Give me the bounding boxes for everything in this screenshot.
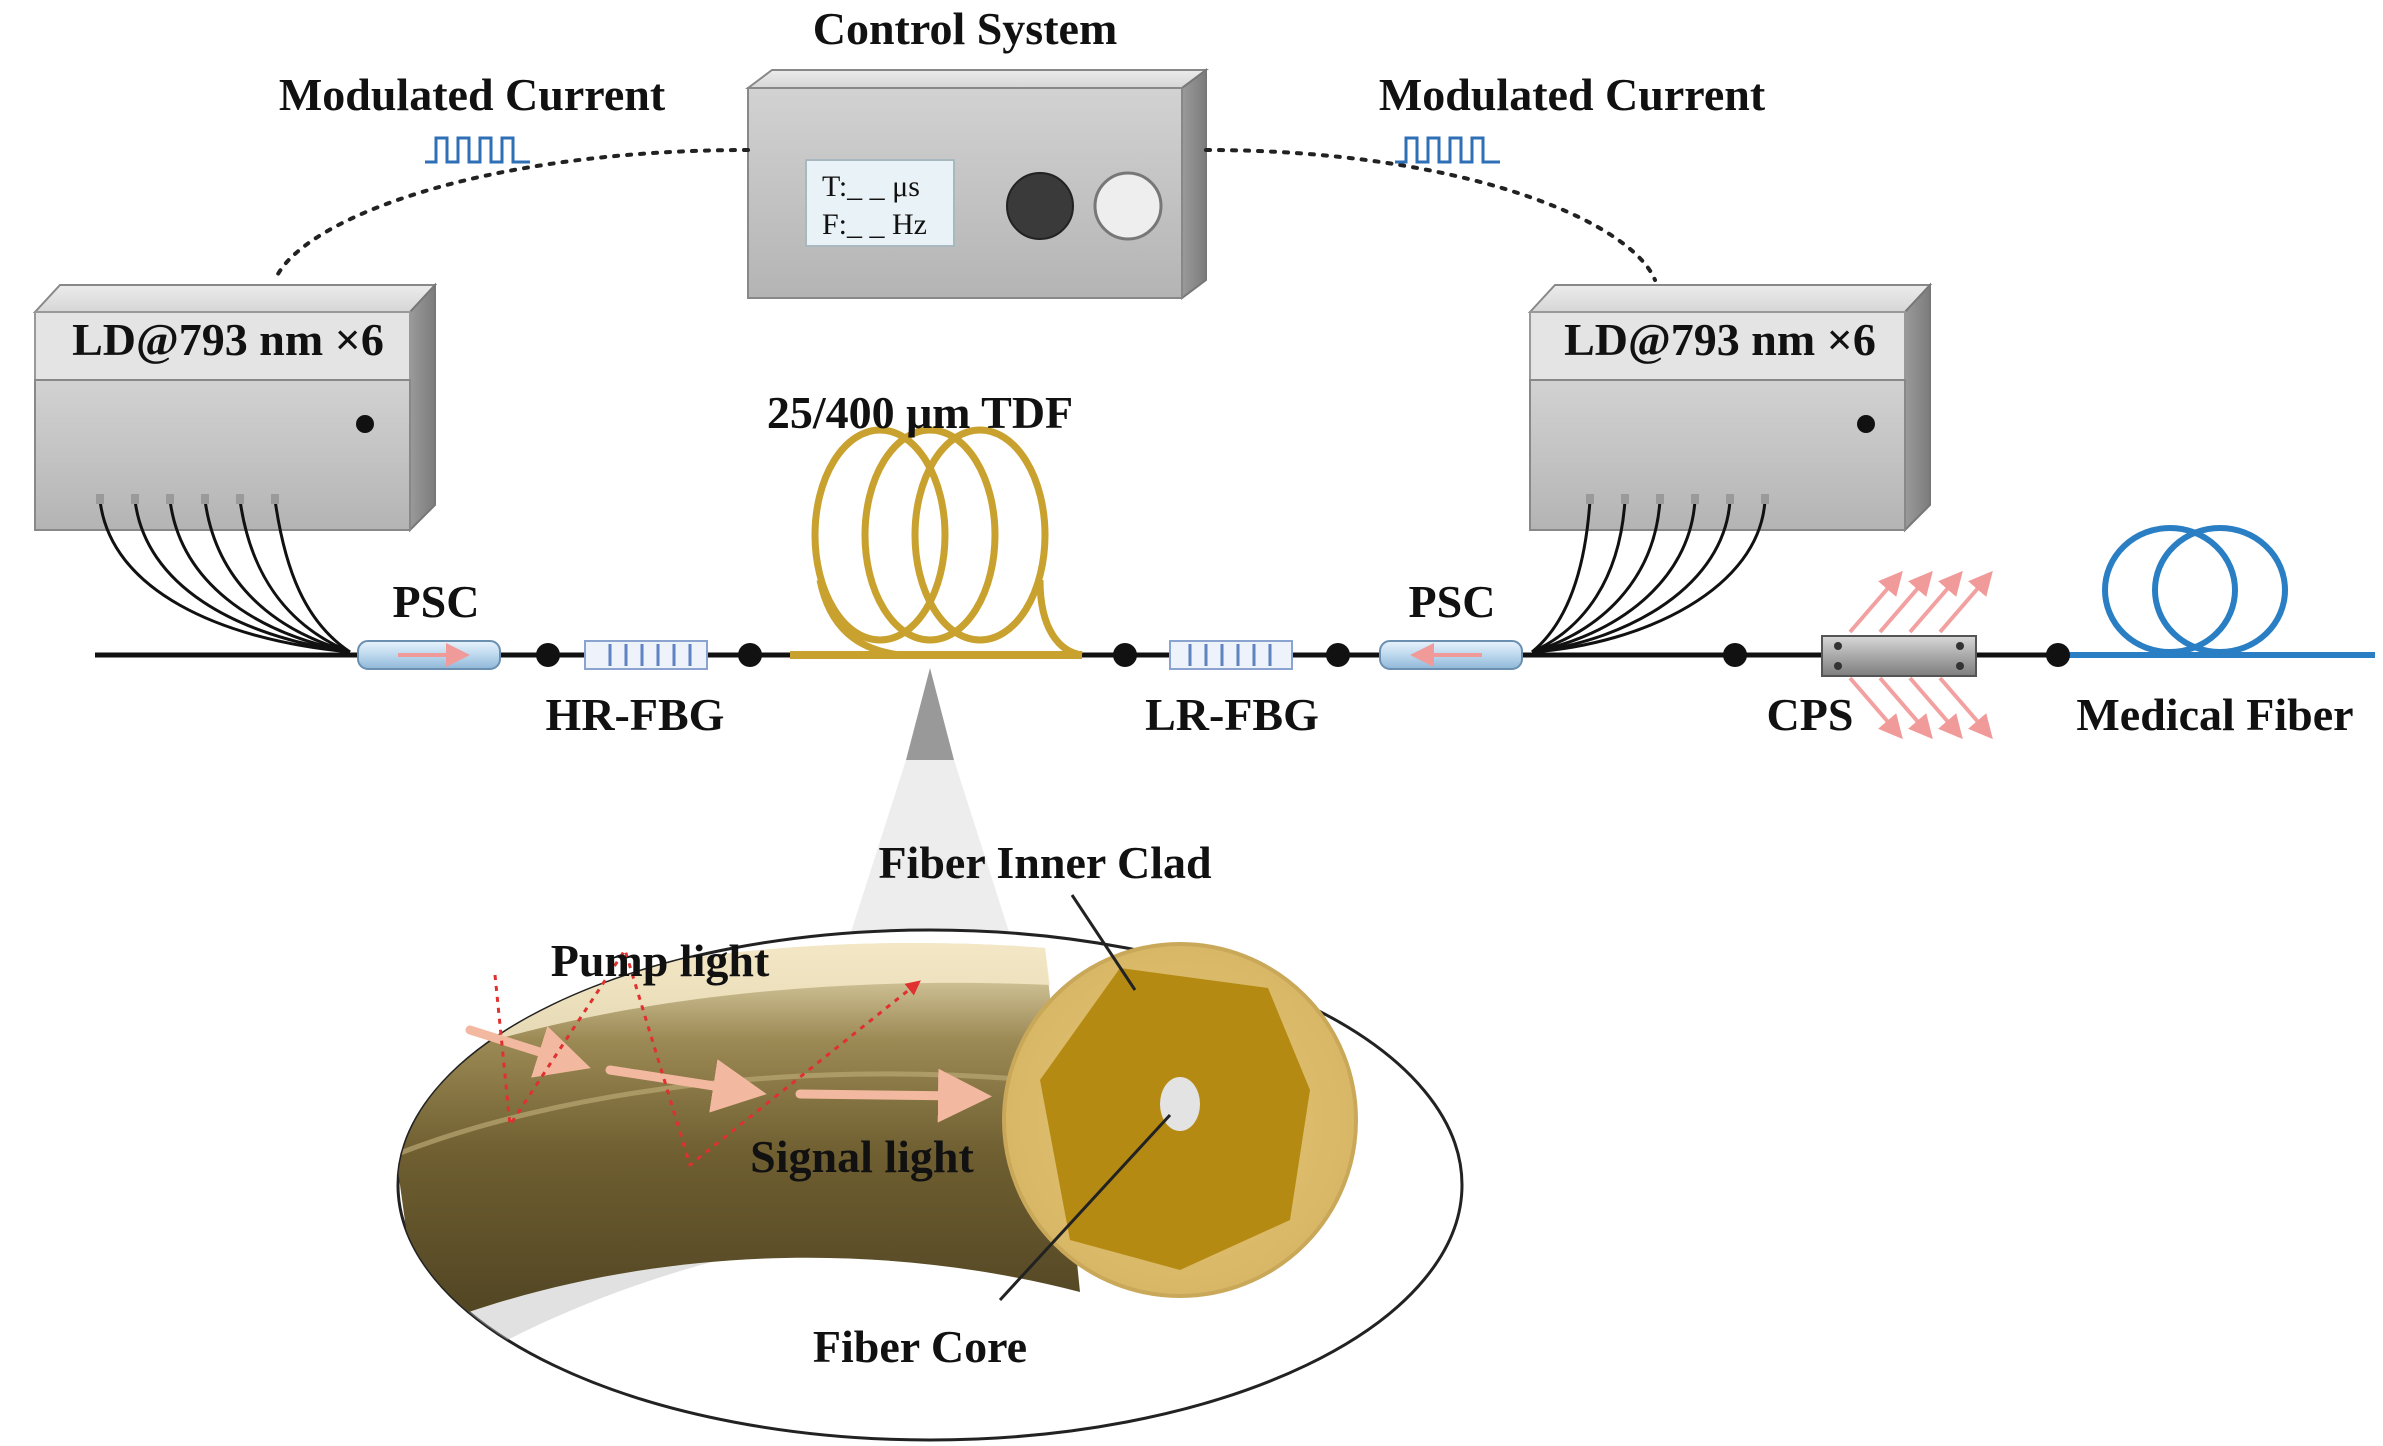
medical-fiber-coil[interactable] xyxy=(2060,525,2375,658)
indicator-light-icon xyxy=(356,415,374,433)
psc-left-label: PSC xyxy=(393,576,480,627)
splice-point-icon xyxy=(2046,643,2070,667)
zoom-beam xyxy=(850,760,1010,935)
fiber-core-label: Fiber Core xyxy=(813,1321,1027,1372)
splice-point-icon xyxy=(1113,643,1137,667)
splice-points xyxy=(536,643,2070,667)
pump-light-label: Pump light xyxy=(551,935,770,986)
pump-pigtails-left xyxy=(98,499,351,654)
pump-module-right[interactable]: LD@793 nm ×6 xyxy=(1527,282,1933,533)
light-knob-icon[interactable] xyxy=(1093,171,1163,241)
zoom-pointer xyxy=(906,668,954,760)
fiber-core-icon xyxy=(1160,1077,1200,1131)
modulated-current-label-right: Modulated Current xyxy=(1379,69,1766,120)
psc-left[interactable] xyxy=(357,640,501,670)
gain-fiber-label: 25/400 μm TDF xyxy=(767,387,1073,438)
hr-fbg[interactable] xyxy=(584,640,708,670)
control-display xyxy=(805,159,955,247)
control-system-title: Control System xyxy=(813,3,1118,54)
fiber-cross-section-inset xyxy=(396,894,1464,1442)
pump-pigtails-right xyxy=(1531,499,1767,654)
splice-point-icon xyxy=(738,643,762,667)
splice-point-icon xyxy=(536,643,560,667)
splice-point-icon xyxy=(1723,643,1747,667)
gain-fiber-coil[interactable] xyxy=(790,426,1083,659)
pump-module-left[interactable]: LD@793 nm ×6 xyxy=(32,282,438,533)
modulated-current-label-left: Modulated Current xyxy=(279,69,666,120)
indicator-light-icon xyxy=(1857,415,1875,433)
psc-right[interactable] xyxy=(1379,640,1523,670)
control-wire-left xyxy=(273,148,750,282)
cps-label: CPS xyxy=(1767,689,1854,740)
inner-clad-label: Fiber Inner Clad xyxy=(878,837,1212,888)
dark-knob-icon[interactable] xyxy=(1006,172,1074,240)
lr-fbg[interactable] xyxy=(1169,640,1293,670)
display-line-frequency: F:_ _ Hz xyxy=(822,208,927,241)
splice-point-icon xyxy=(1326,643,1350,667)
signal-light-label: Signal light xyxy=(750,1131,974,1182)
control-system-box[interactable]: T:_ _ μs F:_ _ Hz xyxy=(745,68,1209,300)
pump-label-left: LD@793 nm ×6 xyxy=(72,314,384,365)
cps-escape-arrows xyxy=(1848,570,1993,740)
psc-right-label: PSC xyxy=(1409,576,1496,627)
control-wire-right xyxy=(1204,148,1657,282)
lr-fbg-label: LR-FBG xyxy=(1145,689,1319,740)
hr-fbg-label: HR-FBG xyxy=(546,689,725,740)
pump-label-right: LD@793 nm ×6 xyxy=(1564,314,1876,365)
square-wave-icon xyxy=(1395,136,1500,164)
medical-fiber-label: Medical Fiber xyxy=(2076,689,2353,740)
cps-device[interactable] xyxy=(1821,635,1977,677)
display-line-period: T:_ _ μs xyxy=(822,170,920,203)
square-wave-icon xyxy=(425,136,530,164)
